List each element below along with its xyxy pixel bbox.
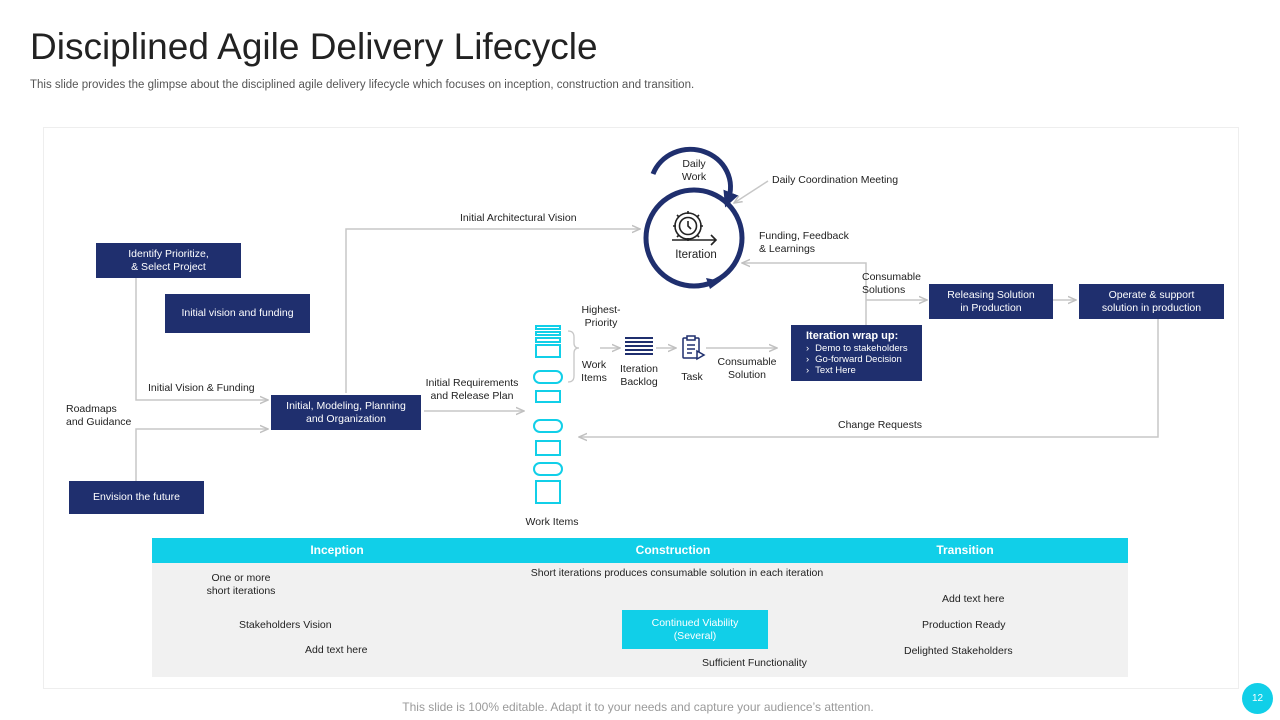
highest-priority-label: Highest- Priority: [581, 304, 621, 329]
task-label: Task: [681, 371, 703, 383]
arrow-identify-to-modeling: [135, 278, 268, 400]
initial-vision-funding-box: Initial vision and funding: [165, 294, 310, 333]
phase-bar: [152, 538, 1128, 563]
funding-feedback-label: Funding, Feedback & Learnings: [759, 230, 849, 255]
change-requests-label: Change Requests: [838, 419, 923, 431]
wrapup-title: Iteration wrap up:: [806, 330, 899, 342]
iteration-label: Iteration: [675, 249, 717, 261]
stakeholders-vision-label: Stakeholders Vision: [239, 619, 332, 631]
one-or-more-label: One or more short iterations: [206, 572, 276, 597]
arrow-daily-coordination: [734, 180, 769, 203]
daily-work-loop: [650, 146, 739, 208]
wrapup-item: Text Here: [806, 365, 922, 376]
daily-coordination-label: Daily Coordination Meeting: [772, 174, 899, 186]
arrow-change-requests: [579, 319, 1159, 437]
work-items-small-label: Work Items: [581, 359, 607, 384]
continued-viability-box: Continued Viability (Several): [622, 610, 768, 649]
architectural-vision-label: Initial Architectural Vision: [460, 212, 577, 224]
arrow-envision-to-modeling: [135, 429, 268, 481]
consumable-solutions-label: Consumable Solutions: [862, 271, 921, 296]
list-lines-icon: [625, 337, 653, 355]
phase-construction: Construction: [635, 543, 711, 557]
consumable-solution-label: Consumable Solution: [717, 356, 777, 381]
initial-modeling-box: Initial, Modeling, Planning and Organiza…: [271, 395, 421, 430]
initial-vision-funding-label: Initial Vision & Funding: [148, 382, 255, 394]
arrow-feedback: [742, 263, 867, 325]
production-ready-label: Production Ready: [922, 619, 1006, 631]
work-items-label: Work Items: [525, 516, 579, 528]
arrow-architectural-vision: [345, 229, 640, 393]
page-number-badge: 12: [1242, 683, 1273, 714]
operate-support-box: Operate & support solution in production: [1079, 284, 1224, 319]
sufficient-functionality-label: Sufficient Functionality: [702, 657, 807, 669]
daily-work-label: Daily Work: [681, 158, 707, 183]
releasing-solution-box: Releasing Solution in Production: [929, 284, 1053, 319]
wrapup-item: Demo to stakeholders: [806, 343, 922, 354]
footer-note: This slide is 100% editable. Adapt it to…: [402, 700, 874, 714]
page-title: Disciplined Agile Delivery Lifecycle: [30, 26, 598, 67]
priority-brace: [567, 330, 580, 383]
gear-clock-icon: [672, 211, 718, 246]
phase-transition: Transition: [936, 543, 994, 557]
delighted-stakeholders-label: Delighted Stakeholders: [904, 645, 1013, 657]
iteration-wrapup-box: Iteration wrap up: Demo to stakeholders …: [791, 325, 922, 381]
iteration-circle: [643, 187, 745, 289]
initial-requirements-label: Initial Requirements and Release Plan: [425, 377, 519, 402]
clipboard-icon: [682, 335, 706, 361]
page-subtitle: This slide provides the glimpse about th…: [30, 79, 695, 91]
envision-future-box: Envision the future: [69, 481, 204, 514]
identify-project-box: Identify Prioritize, & Select Project: [96, 243, 241, 278]
add-text-label: Add text here: [942, 593, 1005, 605]
roadmaps-label: Roadmaps and Guidance: [66, 403, 132, 428]
short-iterations-label: Short iterations produces consumable sol…: [530, 567, 824, 579]
iteration-cycle: [643, 146, 745, 289]
phase-inception: Inception: [310, 543, 364, 557]
iteration-backlog-label: Iteration Backlog: [620, 363, 658, 388]
stacked-items-icon: [533, 325, 563, 504]
wrapup-item: Go-forward Decision: [806, 354, 922, 365]
add-text-label: Add text here: [305, 644, 368, 656]
